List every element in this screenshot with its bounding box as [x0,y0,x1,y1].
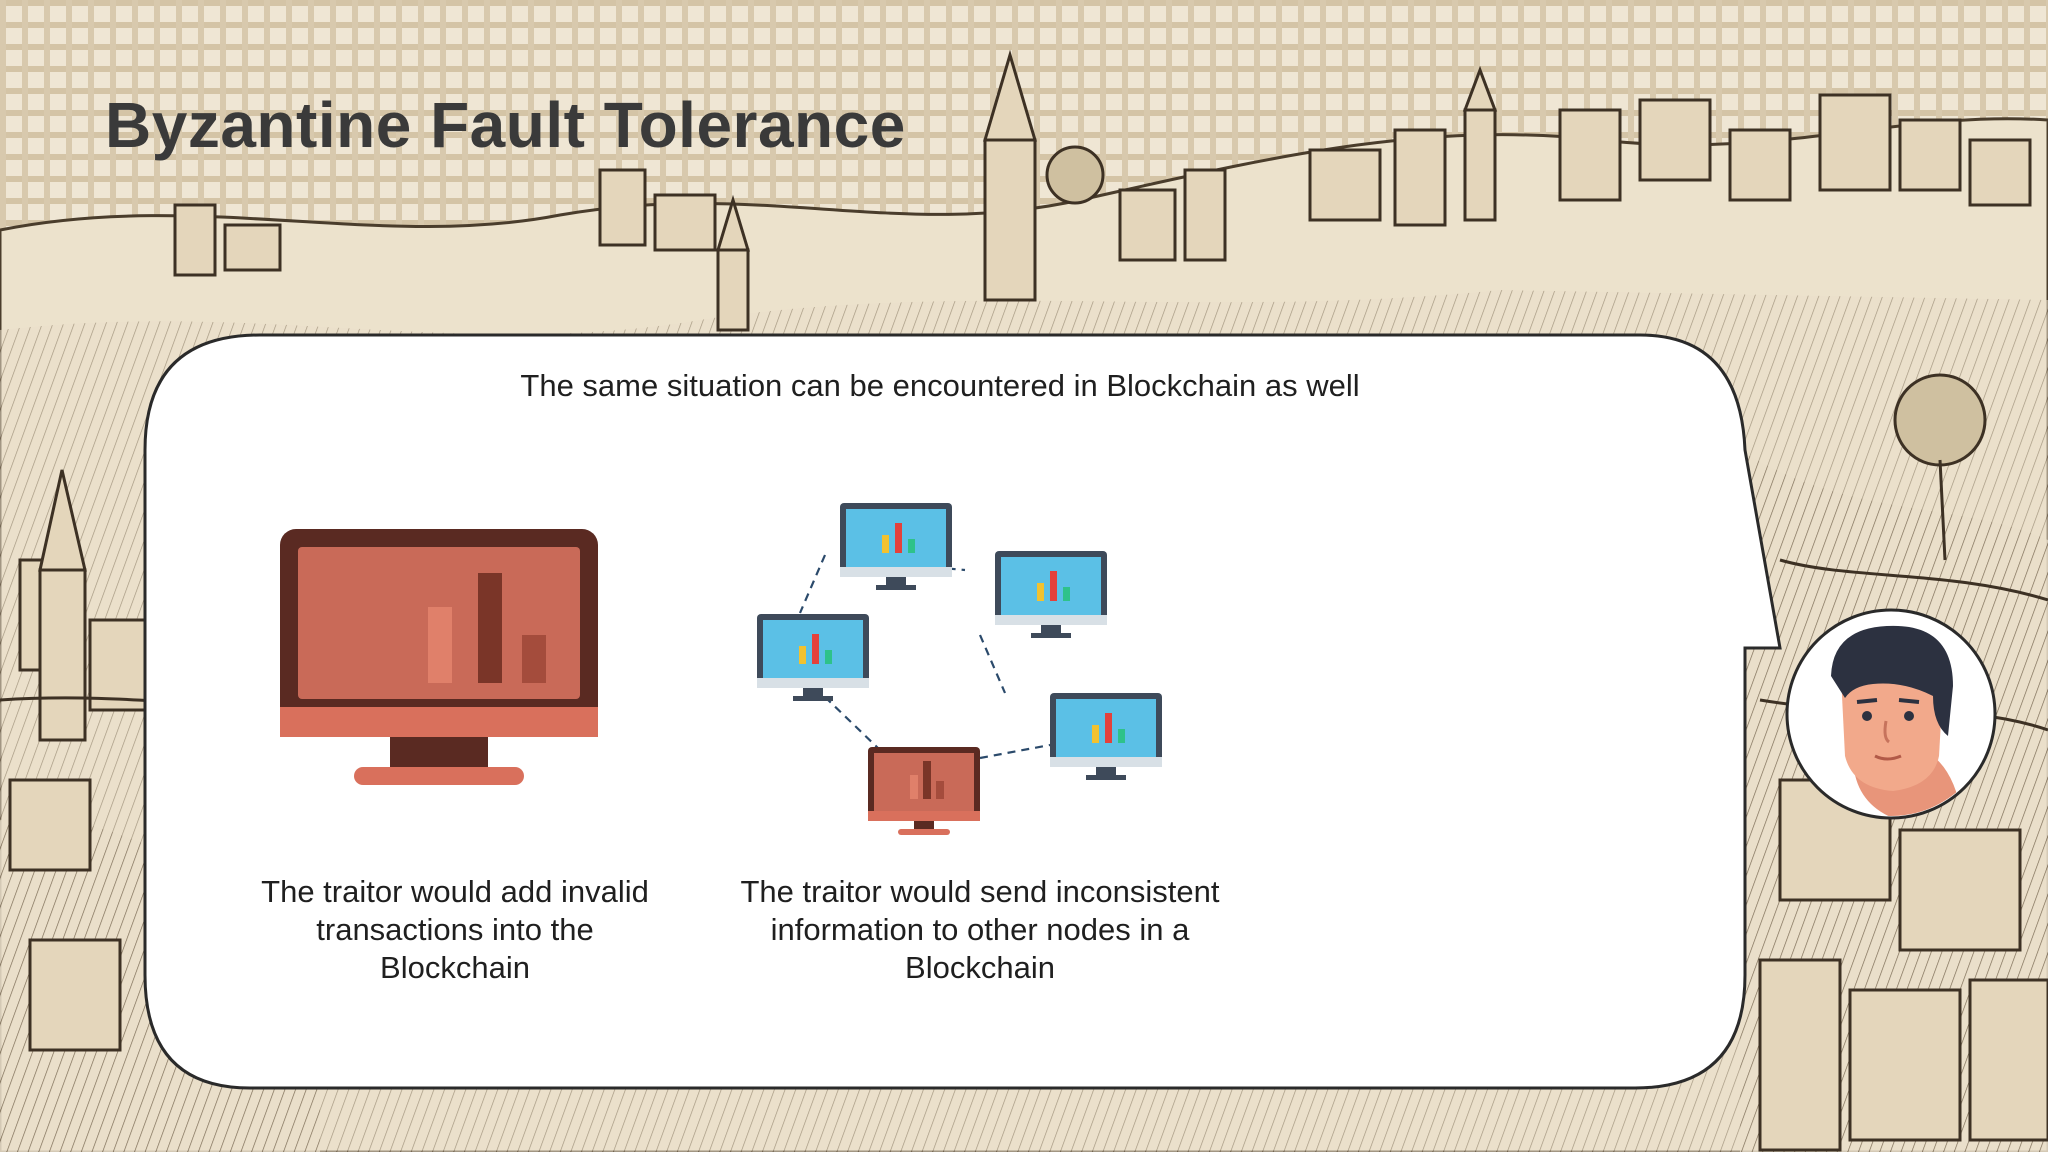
connection-line [798,554,827,614]
honest-node-icon [995,551,1107,638]
traitor-monitor-icon [280,529,598,785]
connection-line [824,696,881,751]
connection-line [979,743,1051,760]
slide-title: Byzantine Fault Tolerance [105,89,906,161]
traitor-node-icon [868,747,980,835]
honest-node-icon [757,614,869,701]
presenter-avatar [1785,608,1997,820]
slide-subtitle: The same situation can be encountered in… [520,368,1360,403]
caption-invalid-transactions: The traitor would add invalid transactio… [261,874,649,985]
connection-line [978,634,1007,694]
honest-node-icon [840,503,952,590]
caption-inconsistent-information: The traitor would send inconsistent info… [740,874,1220,985]
honest-node-icon [1050,693,1162,780]
blockchain-network-diagram [757,503,1162,835]
